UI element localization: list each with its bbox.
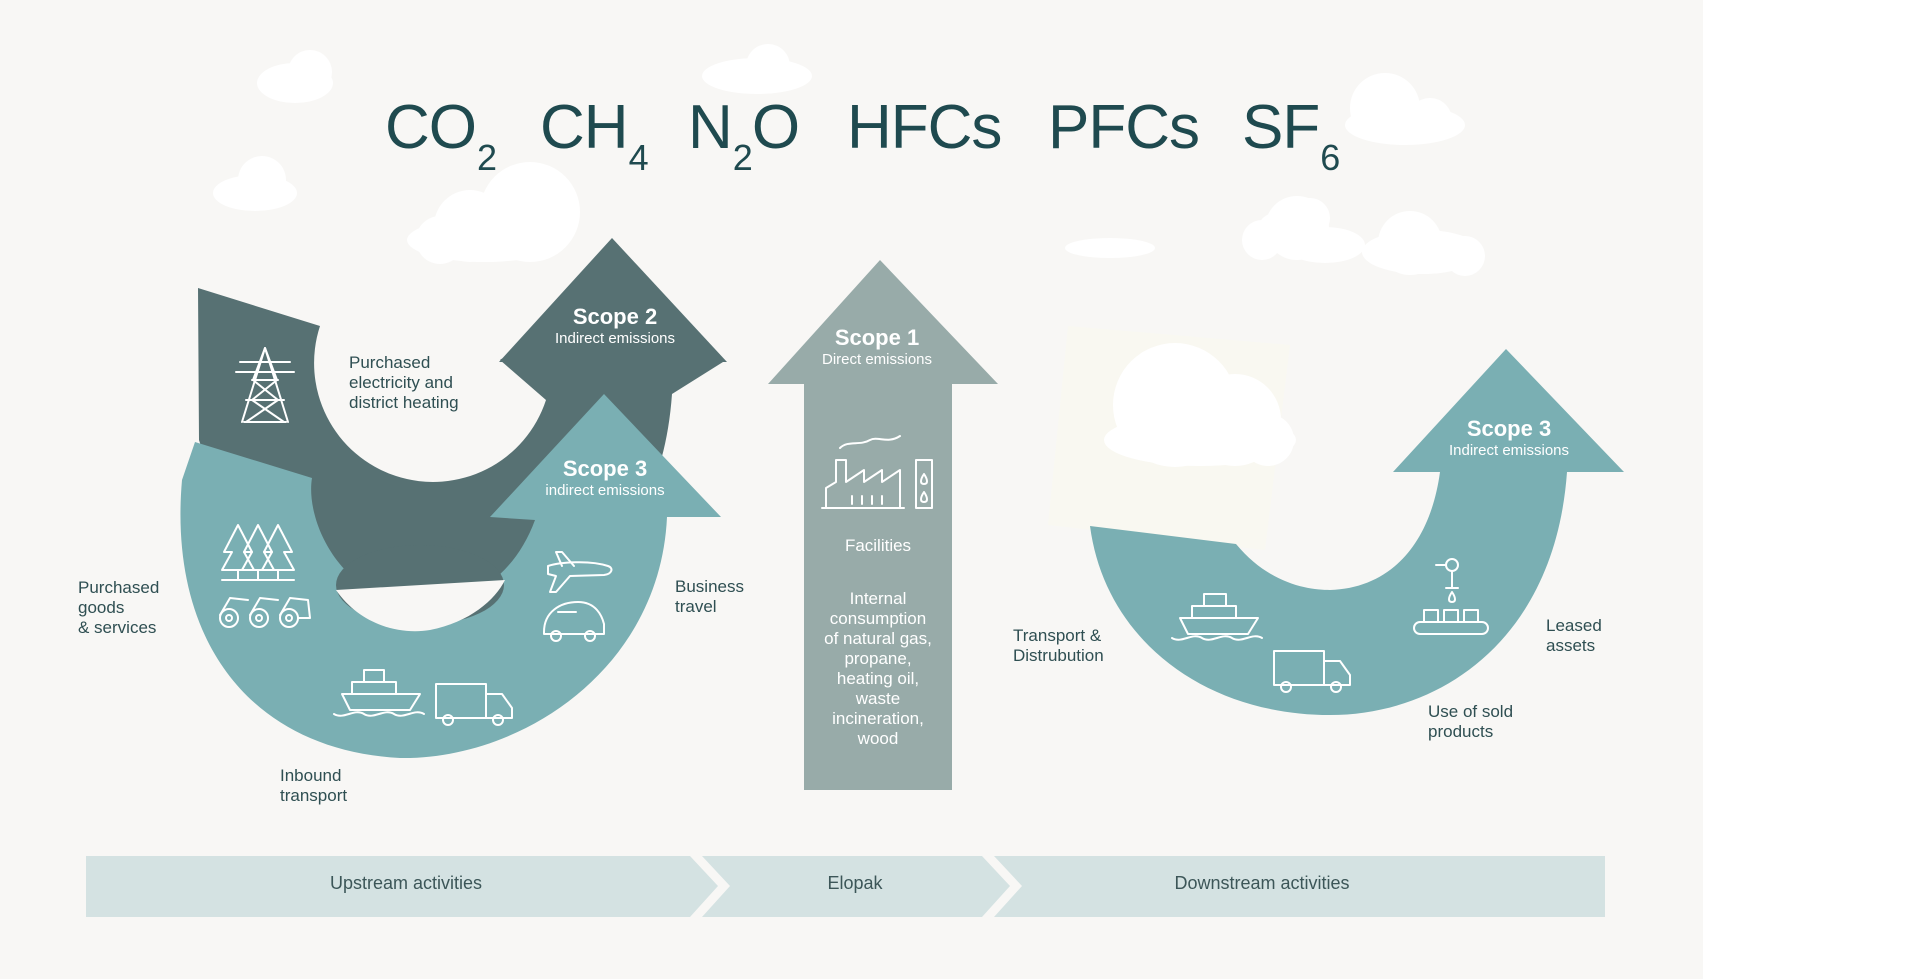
gas-base: CO [385,93,477,162]
scope1-consumption: Internal consumption of natural gas, pro… [804,589,952,749]
text-line: travel [675,597,717,616]
text-line: Purchased [349,353,431,372]
overlap-gap [336,580,505,632]
ship-icon [333,669,425,717]
scope2-arrow-head [499,238,727,362]
text-line: incineration, [832,709,924,728]
gas-base: N [688,93,733,162]
factory-icon [821,435,905,509]
gas-tail: O [751,93,800,162]
text-line: consumption [829,609,927,628]
gas-subscript: 6 [1320,137,1340,178]
gas-subscript: 2 [477,137,497,178]
text-line: transport [280,786,348,805]
gas-base: HFCs [847,93,1002,162]
cloud-large [1104,343,1296,467]
text-line: Internal [849,589,907,608]
activity-inbound-transport: Inbound transport [280,766,347,806]
scope-title: Scope 1 [834,325,920,350]
gas-subscript: 4 [628,137,649,178]
text-line: Facilities [844,536,912,555]
power-tower-icon [235,347,295,423]
scope3-upstream-label: Scope 3 indirect emissions [520,456,690,500]
scope-title: Scope 3 [562,456,648,481]
cloud [1065,238,1155,258]
text-line: goods [78,598,125,617]
text-line: propane, [844,649,912,668]
gas-sf6: SF6 [1242,92,1340,182]
activity-purchased-electricity: Purchased electricity and district heati… [349,353,459,413]
flow-upstream-label: Upstream activities [329,873,483,893]
scope-title: Scope 3 [1466,416,1552,441]
text-line: Inbound [280,766,342,785]
scope3-upstream-arrow [180,394,722,759]
scope3-downstream-label: Scope 3 Indirect emissions [1424,416,1594,460]
activity-business-travel: Business travel [675,577,744,617]
gas-ch4: CH4 [540,92,649,182]
truck-icon [435,683,513,726]
scope-subtitle: Direct emissions [821,351,933,368]
robot-arm-icon [1413,558,1489,635]
gas-n2o: N2O [688,92,800,182]
text-line: Distrubution [1013,646,1104,665]
flow-elopak [702,856,1010,917]
flow-upstream [86,856,718,917]
scope2-label: Scope 2 Indirect emissions [530,304,700,348]
scope3-downstream-arrow [1090,349,1624,715]
scope-subtitle: Indirect emissions [554,330,676,347]
activity-transport-distribution: Transport & Distrubution [1013,626,1104,666]
gas-pfcs: PFCs [1048,92,1200,182]
truck-icon [1273,650,1351,693]
text-line: electricity and [349,373,453,392]
cloud [407,162,580,264]
text-line: of natural gas, [824,629,932,648]
text-line: Use of sold [1428,702,1514,721]
activity-use-of-sold-products: Use of sold products [1428,702,1513,742]
cloud [1260,198,1330,238]
text-line: & services [78,618,157,637]
flow-bar [86,856,1605,917]
scope1-arrow [768,260,998,790]
activity-leased-assets: Leased assets [1546,616,1602,656]
scope1-label: Scope 1 Direct emissions [792,325,962,369]
logs-icon [219,597,311,628]
fuel-tank-icon [915,459,933,509]
scope1-facilities: Facilities [804,536,952,556]
flow-elopak-label: Elopak [827,873,883,893]
scope-subtitle: Indirect emissions [1448,442,1570,459]
gas-base: PFCs [1048,93,1200,162]
flow-downstream-label: Downstream activities [1174,873,1350,893]
scope-title: Scope 2 [572,304,658,329]
airplane-icon [547,551,613,593]
text-line: waste [855,689,901,708]
activity-purchased-goods: Purchased goods & services [78,578,159,638]
cloud [1362,211,1485,276]
text-line: assets [1546,636,1596,655]
gas-base: CH [540,93,629,162]
text-line: district heating [349,393,459,412]
ship-icon [1171,593,1263,641]
text-line: wood [857,729,899,748]
cloud [702,44,812,94]
text-line: Business [675,577,744,596]
text-line: heating oil, [836,669,920,688]
trees-icon [221,524,295,581]
cloud [1345,73,1465,145]
flow-downstream [994,856,1605,917]
text-line: products [1428,722,1494,741]
text-line: Transport & [1013,626,1102,645]
cloud [257,50,333,103]
car-icon [543,601,605,642]
scope-subtitle: indirect emissions [545,482,665,499]
clouds [213,44,1485,276]
gas-base: SF [1242,93,1320,162]
text-line: Purchased [78,578,160,597]
gas-subscript: 2 [732,137,753,178]
gas-co2: CO2 [385,92,497,182]
gas-hfcs: HFCs [847,92,1002,182]
cloud [213,156,297,211]
text-line: Leased [1546,616,1602,635]
